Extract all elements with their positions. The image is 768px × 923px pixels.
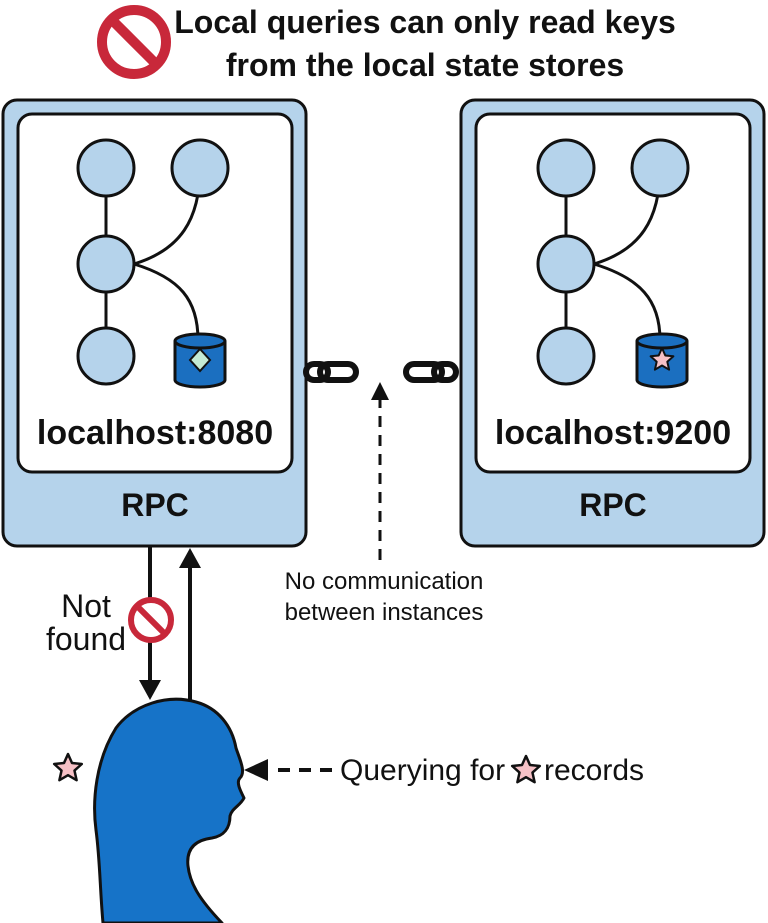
query-star-icon — [510, 754, 542, 784]
broken-chain-icon — [303, 361, 459, 383]
title-prohibited-icon — [97, 5, 171, 79]
arrow-head — [139, 680, 161, 700]
processor-node — [536, 326, 596, 386]
arrow-head — [244, 759, 268, 781]
user-star-icon — [52, 752, 84, 782]
query-text-suffix: records — [544, 754, 644, 787]
processor-node — [536, 138, 596, 198]
rpc-label-8080: RPC — [121, 487, 189, 523]
title-line-1: Local queries can only read keys — [174, 4, 676, 40]
processor-node — [76, 234, 136, 294]
diamond-icon — [188, 347, 212, 373]
no-communication-line-2: between instances — [285, 599, 484, 626]
host-label-9200: localhost:9200 — [495, 414, 731, 452]
processor-node — [76, 138, 136, 198]
processor-node — [630, 138, 690, 198]
arrow-head — [179, 548, 201, 568]
not-found-prohibited-icon — [128, 597, 174, 643]
host-label-8080: localhost:8080 — [37, 414, 273, 452]
instance-panel-8080: localhost:8080 RPC — [1, 98, 308, 548]
user-head-icon — [93, 697, 246, 923]
rpc-label-9200: RPC — [579, 487, 647, 523]
arrow-head — [371, 382, 389, 400]
processor-node — [536, 234, 596, 294]
not-found-line-2: found — [46, 621, 126, 657]
star-icon — [649, 347, 675, 371]
state-store-icon-9200 — [635, 332, 689, 389]
processor-node — [170, 138, 230, 198]
processor-node — [76, 326, 136, 386]
instance-panel-9200: localhost:9200 RPC — [459, 98, 766, 548]
not-found-line-1: Not — [61, 588, 111, 624]
title-line-2: from the local state stores — [226, 47, 624, 83]
state-store-icon-8080 — [173, 332, 227, 389]
query-text-prefix: Querying for — [340, 754, 505, 787]
no-communication-line-1: No communication — [285, 568, 484, 595]
